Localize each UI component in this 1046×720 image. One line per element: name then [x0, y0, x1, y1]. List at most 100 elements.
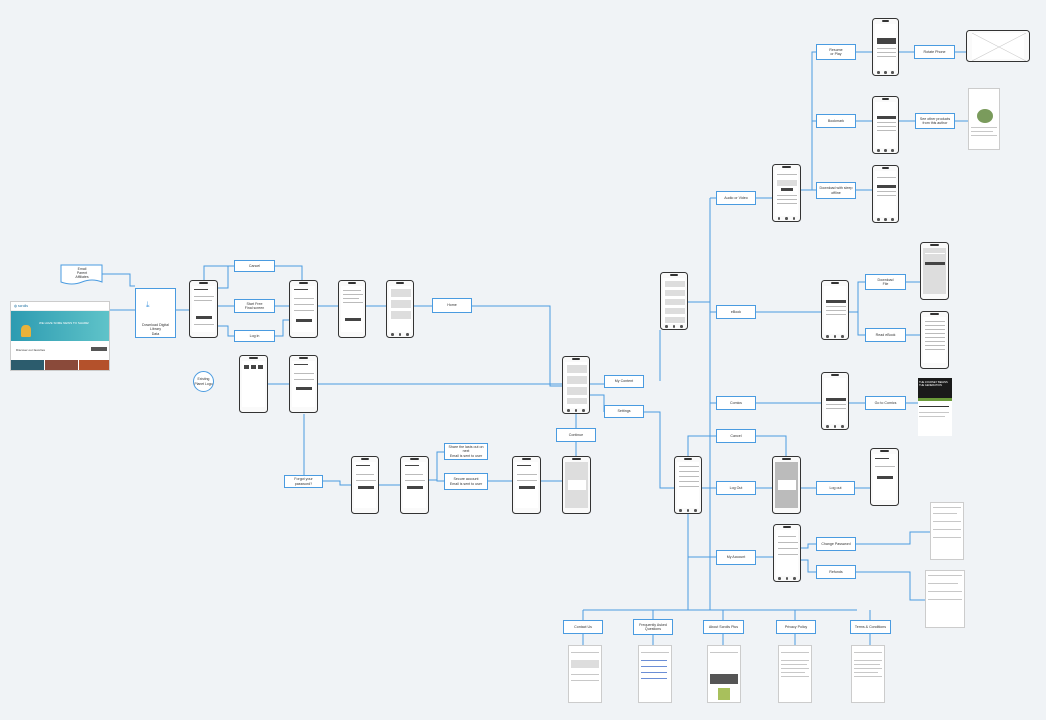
login-box[interactable]: Log in: [234, 330, 275, 342]
phone-read-ebook: [920, 311, 949, 369]
my-content-label: My Content: [614, 379, 634, 384]
phone-logged-out: [870, 448, 899, 506]
phone-login: [289, 355, 318, 413]
ebook-box[interactable]: eBook: [716, 305, 756, 319]
phone-terms: [338, 280, 366, 338]
home-box[interactable]: Home: [432, 298, 472, 313]
hero-illustration: [21, 325, 31, 337]
see-other-box[interactable]: See other products from this author: [915, 113, 955, 129]
phone-download-offline: [872, 165, 899, 223]
audio-video-label: Audio or Video: [724, 195, 748, 200]
contact-us-box[interactable]: Contact Us: [563, 620, 603, 634]
audio-video-box[interactable]: Audio or Video: [716, 191, 756, 205]
faq-screen: [638, 645, 672, 703]
change-password-label: Change Password: [821, 541, 851, 546]
phone-forgot: [351, 456, 379, 514]
phone-ebook: [821, 280, 849, 340]
resume-play-box[interactable]: Resume or Play: [816, 44, 856, 60]
read-ebook-box[interactable]: Read eBook: [865, 328, 906, 342]
download-file-label: Download File: [877, 277, 894, 286]
phone-new-password: [512, 456, 541, 514]
phone-audio: [772, 164, 801, 222]
see-other-label: See other products from this author: [919, 116, 951, 125]
phone-signup: [289, 280, 318, 338]
phone-success: [562, 456, 591, 514]
phone-download-file: [920, 242, 949, 300]
logout-confirm-box[interactable]: Log out: [816, 481, 855, 495]
go-comics-box[interactable]: Go to Comics: [865, 396, 906, 410]
phone-library: [562, 356, 590, 414]
section-title: Discover our favorites: [16, 348, 46, 352]
phone-comics: [821, 372, 849, 430]
rotate-phone-label: Rotate Phone: [923, 49, 946, 54]
existing-user-circle: Existing Planet Logo: [193, 371, 214, 392]
phone-home: [386, 280, 414, 338]
privacy-label: Privacy Policy: [784, 624, 808, 629]
my-content-box[interactable]: My Content: [604, 375, 644, 388]
comic-page-screen: THE JOURNEY BEGINS THE GENERATION: [918, 378, 952, 436]
download-sleep-label: Download with sleep offline: [819, 186, 853, 195]
contact-us-screen: [568, 645, 602, 703]
bookmark-box[interactable]: Bookmark: [816, 114, 856, 128]
comics-box[interactable]: Comics: [716, 396, 756, 410]
cancel-top-box[interactable]: Cancel: [234, 260, 275, 272]
contact-us-label: Contact Us: [574, 624, 592, 629]
hero-banner: WE HAVE SOME NEWS TO SHARE!: [11, 311, 109, 341]
terms-screen: [851, 645, 885, 703]
secure-account-label: Secure account Email is sent to user: [449, 477, 483, 486]
thumb-1: [11, 360, 44, 370]
email-label: Email Parent Affiliates: [75, 267, 89, 280]
comics-label: Comics: [730, 400, 742, 405]
phone-my-account: [773, 524, 801, 582]
terms-box[interactable]: Terms & Conditions: [850, 620, 891, 634]
cancel-top-label: Cancel: [248, 263, 261, 268]
refunds-box[interactable]: Refunds: [816, 565, 856, 579]
my-account-box[interactable]: My Account: [716, 550, 756, 565]
terms-label: Terms & Conditions: [854, 624, 887, 629]
about-box[interactable]: About Scrolls Plus: [703, 620, 744, 634]
download-file-box[interactable]: Download File: [865, 274, 906, 290]
settings-box[interactable]: Settings: [604, 405, 644, 418]
phone-reset: [400, 456, 429, 514]
home-label: Home: [447, 303, 457, 308]
email-document-shape: Email Parent Affiliates: [60, 264, 103, 285]
change-password-box[interactable]: Change Password: [816, 537, 856, 551]
continue-label: Continue: [568, 432, 584, 437]
phone-landscape: [966, 30, 1030, 62]
thumb-3: [79, 360, 109, 370]
faq-label: Frequently Asked Questions: [639, 622, 667, 631]
cancel-mid-box[interactable]: Cancel: [716, 429, 756, 443]
share-link-box[interactable]: Share the lasts out on next Email is sen…: [444, 443, 488, 460]
faq-box[interactable]: Frequently Asked Questions: [633, 619, 673, 635]
download-sleep-box[interactable]: Download with sleep offline: [816, 182, 856, 199]
logo-text: ◍ scrolls: [14, 304, 28, 308]
start-free-box[interactable]: Start Free Final screen: [234, 299, 275, 313]
comic-banner: THE JOURNEY BEGINS THE GENERATION: [918, 378, 952, 398]
rotate-phone-box[interactable]: Rotate Phone: [914, 45, 955, 59]
download-label: Download Digital Library Data: [142, 322, 169, 336]
start-free-label: Start Free Final screen: [244, 301, 265, 310]
forgot-label: Forgot your password?: [294, 477, 313, 486]
continue-box[interactable]: Continue: [556, 428, 596, 442]
phone-settings: [674, 456, 702, 514]
login-label: Log in: [249, 333, 260, 338]
change-password-screen: [930, 502, 964, 560]
phone-start: [189, 280, 218, 338]
download-library-box[interactable]: ⤓ Download Digital Library Data: [135, 288, 176, 338]
thumb-2: [45, 360, 78, 370]
ebook-label: eBook: [730, 309, 742, 314]
go-comics-label: Go to Comics: [874, 400, 897, 405]
forgot-password-box[interactable]: Forgot your password?: [284, 475, 323, 488]
privacy-box[interactable]: Privacy Policy: [776, 620, 816, 634]
existing-label: Existing Planet Logo: [194, 377, 213, 386]
logout-confirm-label: Log out: [829, 485, 842, 490]
secure-account-box[interactable]: Secure account Email is sent to user: [444, 473, 488, 490]
log-out-box[interactable]: Log Out: [716, 481, 756, 495]
share-link-label: Share the lasts out on next Email is sen…: [448, 444, 484, 458]
my-account-label: My Account: [726, 555, 746, 560]
phone-content-list: [660, 272, 688, 330]
phone-player: [872, 18, 899, 76]
website-desktop-screen: ◍ scrolls WE HAVE SOME NEWS TO SHARE! Di…: [10, 301, 110, 371]
download-icon: ⤓: [146, 300, 150, 309]
